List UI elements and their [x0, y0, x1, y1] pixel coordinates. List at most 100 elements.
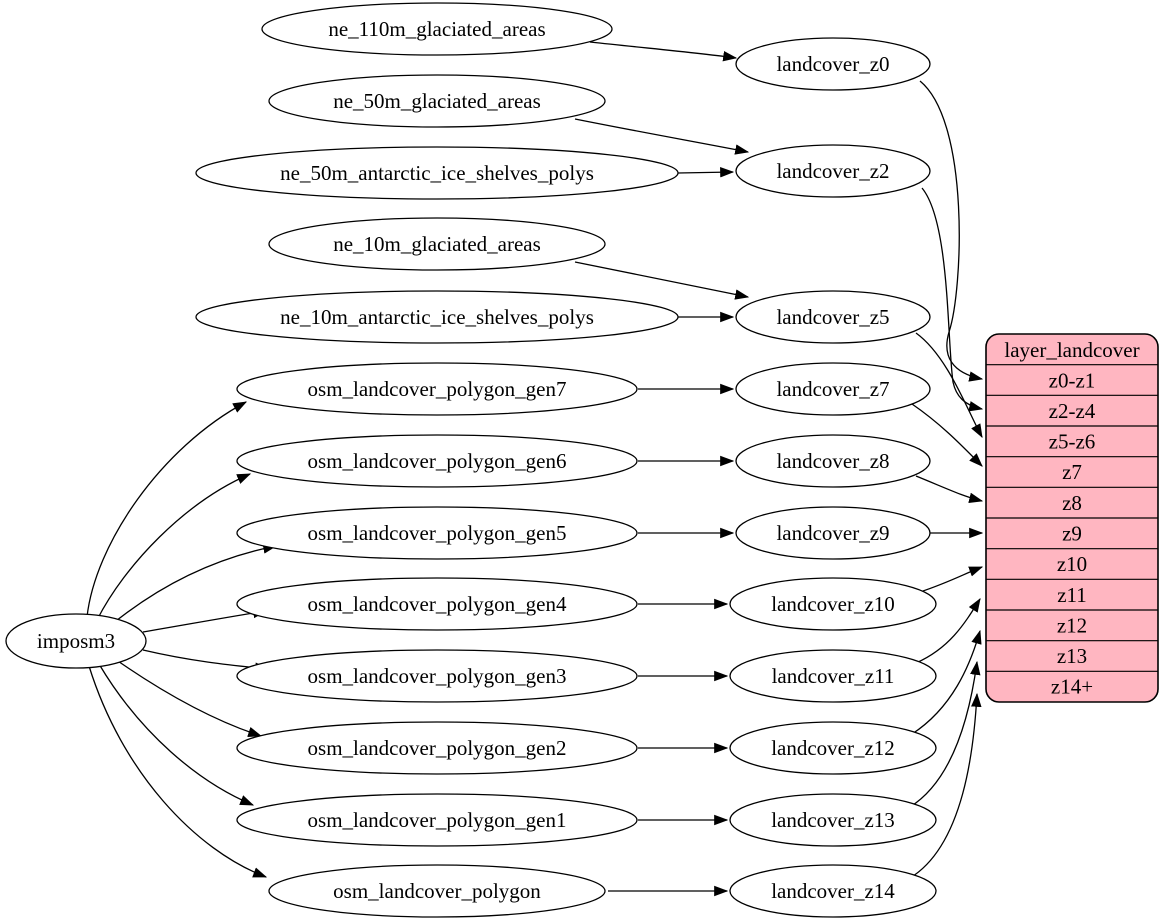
node-osm-landcover-polygon-gen5: osm_landcover_polygon_gen5: [236, 506, 638, 560]
edge-z0-to-row-z0-z1: [919, 80, 984, 382]
node-osm-landcover-polygon: osm_landcover_polygon: [268, 864, 606, 918]
edge-ne10m-glaciated-to-z5: [574, 261, 750, 300]
edge-z7-to-row-z7: [911, 403, 983, 467]
node-label: ne_50m_glaciated_areas: [333, 89, 541, 113]
node-ne-110m-glaciated-areas: ne_110m_glaciated_areas: [261, 2, 613, 56]
node-label: landcover_z5: [776, 305, 889, 329]
node-label: osm_landcover_polygon_gen1: [308, 808, 567, 832]
edge-imposm3-to-gen6: [96, 473, 252, 621]
node-ellipse: [729, 793, 937, 847]
node-landcover-z7: landcover_z7: [735, 362, 931, 416]
node-landcover-z14: landcover_z14: [729, 864, 937, 918]
edge-z11-to-row-z11: [915, 598, 981, 664]
node-ne-10m-glaciated-areas: ne_10m_glaciated_areas: [268, 217, 606, 271]
node-osm-landcover-polygon-gen7: osm_landcover_polygon_gen7: [236, 362, 638, 416]
node-label: landcover_z9: [776, 521, 889, 545]
node-label: ne_50m_antarctic_ice_shelves_polys: [280, 161, 594, 185]
node-landcover-z5: landcover_z5: [735, 290, 931, 344]
edge-imposm3-to-gen7: [86, 401, 248, 618]
table-row-z14plus: z14+: [1051, 675, 1093, 699]
node-ellipse: [729, 577, 937, 631]
node-landcover-z13: landcover_z13: [729, 793, 937, 847]
edge-z13-to-row-z13: [909, 660, 981, 808]
node-ellipse: [735, 434, 931, 488]
table-row-z12: z12: [1057, 614, 1087, 638]
node-imposm3: imposm3: [5, 613, 147, 669]
node-label: osm_landcover_polygon_gen2: [308, 736, 567, 760]
node-ellipse: [735, 290, 931, 344]
node-ellipse: [5, 613, 147, 669]
node-osm-landcover-polygon-gen2: osm_landcover_polygon_gen2: [236, 721, 638, 775]
node-ellipse: [236, 362, 638, 416]
table-row-z13: z13: [1057, 644, 1087, 668]
node-ellipse: [268, 864, 606, 918]
node-label: osm_landcover_polygon_gen7: [308, 377, 567, 401]
node-ne-10m-antarctic-ice-shelves-polys: ne_10m_antarctic_ice_shelves_polys: [195, 290, 679, 344]
table-row-z2-z4: z2-z4: [1049, 399, 1096, 423]
edges: [86, 41, 984, 897]
node-ellipse: [195, 146, 679, 200]
node-label: osm_landcover_polygon: [333, 879, 541, 903]
node-ellipse: [236, 793, 638, 847]
edge-imposm3-to-gen5: [110, 543, 278, 626]
node-label: osm_landcover_polygon_gen4: [308, 592, 567, 616]
node-label: imposm3: [37, 629, 115, 653]
node-osm-landcover-polygon-gen6: osm_landcover_polygon_gen6: [236, 434, 638, 488]
edge-imposm3-to-gen2: [114, 658, 263, 738]
edge-z8-to-row-z8: [915, 475, 984, 503]
node-landcover-z2: landcover_z2: [735, 144, 931, 198]
layer-landcover-table: layer_landcover z0-z1 z2-z4 z5-z6 z7 z8 …: [985, 333, 1159, 703]
node-label: landcover_z2: [776, 159, 889, 183]
node-label: landcover_z11: [772, 664, 895, 688]
node-ellipse: [729, 721, 937, 775]
node-osm-landcover-polygon-gen4: osm_landcover_polygon_gen4: [236, 577, 638, 631]
node-label: ne_110m_glaciated_areas: [328, 17, 545, 41]
node-label: osm_landcover_polygon_gen6: [308, 449, 567, 473]
node-label: osm_landcover_polygon_gen5: [308, 521, 567, 545]
node-landcover-z11: landcover_z11: [729, 649, 937, 703]
node-ellipse: [236, 506, 638, 560]
node-ellipse: [236, 434, 638, 488]
node-label: landcover_z12: [771, 736, 895, 760]
node-label: landcover_z10: [771, 592, 895, 616]
node-ne-50m-antarctic-ice-shelves-polys: ne_50m_antarctic_ice_shelves_polys: [195, 146, 679, 200]
edge-imposm3-to-polygon: [88, 665, 268, 878]
node-ellipse: [735, 37, 931, 91]
table-row-z11: z11: [1057, 583, 1087, 607]
edge-ne50m-antarctic-to-z2: [677, 166, 735, 178]
node-label: ne_10m_glaciated_areas: [333, 232, 541, 256]
node-landcover-z10: landcover_z10: [729, 577, 937, 631]
table-row-z5-z6: z5-z6: [1049, 430, 1096, 454]
edge-z10-to-row-z10: [919, 566, 984, 593]
edge-imposm3-to-gen1: [98, 663, 255, 806]
node-label: landcover_z14: [771, 879, 895, 903]
node-landcover-z8: landcover_z8: [735, 434, 931, 488]
edge-z5-to-row-z5-z6: [915, 332, 983, 439]
node-label: osm_landcover_polygon_gen3: [308, 664, 567, 688]
node-label: landcover_z13: [771, 808, 895, 832]
node-ellipse: [729, 864, 937, 918]
node-ellipse: [735, 144, 931, 198]
node-osm-landcover-polygon-gen3: osm_landcover_polygon_gen3: [236, 649, 638, 703]
node-ellipse: [268, 74, 606, 128]
node-landcover-z12: landcover_z12: [729, 721, 937, 775]
node-osm-landcover-polygon-gen1: osm_landcover_polygon_gen1: [236, 793, 638, 847]
node-label: landcover_z8: [776, 449, 889, 473]
node-ellipse: [729, 649, 937, 703]
node-landcover-z0: landcover_z0: [735, 37, 931, 91]
node-ellipse: [735, 362, 931, 416]
edge-ne110m-to-z0: [589, 41, 738, 62]
node-label: landcover_z0: [776, 52, 889, 76]
table-row-z9: z9: [1062, 522, 1082, 546]
table-row-z10: z10: [1057, 552, 1087, 576]
node-label: ne_10m_antarctic_ice_shelves_polys: [280, 305, 594, 329]
edge-z12-to-row-z12: [911, 629, 982, 735]
table-row-z0-z1: z0-z1: [1049, 369, 1096, 393]
edge-z14-to-row-z14plus: [909, 692, 982, 879]
node-ellipse: [236, 721, 638, 775]
edge-ne50m-glaciated-to-z2: [574, 118, 750, 155]
node-label: landcover_z7: [776, 377, 889, 401]
node-ne-50m-glaciated-areas: ne_50m_glaciated_areas: [268, 74, 606, 128]
